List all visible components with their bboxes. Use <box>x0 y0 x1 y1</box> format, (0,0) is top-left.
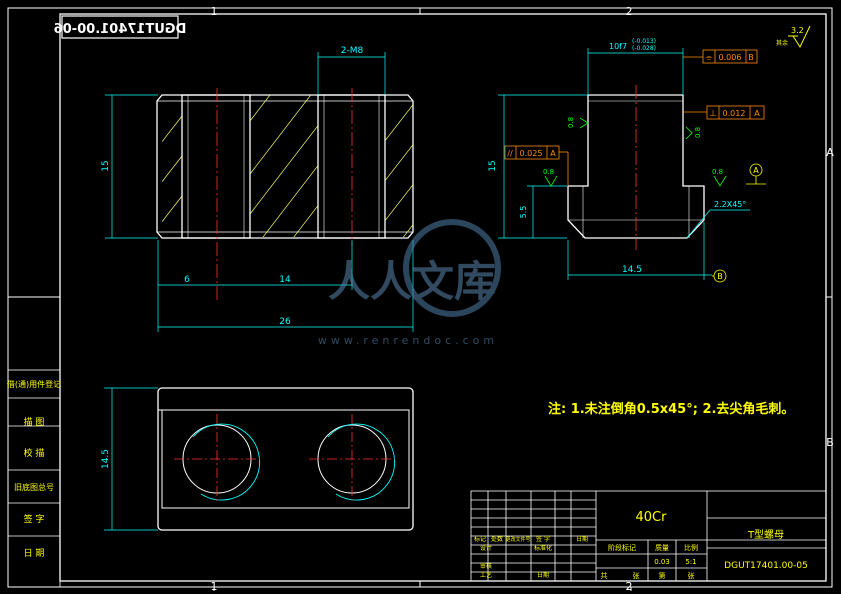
side-view <box>567 85 705 250</box>
title-part-name: T型螺母 <box>747 528 784 541</box>
title-standardization: 标准化 <box>534 544 552 552</box>
svg-text:人人文库: 人人文库 <box>328 257 496 306</box>
datum-a-label: A <box>753 166 759 175</box>
left-revision-column <box>7 369 61 588</box>
title-weight-label: 质量 <box>655 543 669 552</box>
side-dim-tongue: 10f7 <box>609 42 627 51</box>
top-view <box>104 387 414 531</box>
front-dim-height: 15 <box>101 160 111 171</box>
roughness-symbols <box>544 117 727 187</box>
title-date-label: 日期 <box>537 571 549 579</box>
svg-text:DGUT17401.00-06: DGUT17401.00-06 <box>54 22 187 37</box>
title-stage-mark: 阶段标记 <box>608 543 636 552</box>
title-scale-label: 比例 <box>684 543 698 552</box>
gdt-perpendicular-symbol: ⊥ <box>709 109 717 119</box>
watermark: 人人文库 www.renrendoc.com <box>318 219 501 347</box>
roughness-value-4: 0.8 <box>712 168 723 176</box>
zone-label-right-a: A <box>826 146 834 159</box>
side-chamfer: 2.2X45° <box>714 200 746 209</box>
left-col-borrow: 借(通)用件登记 <box>7 379 61 389</box>
title-material: 40Cr <box>636 510 668 525</box>
front-dim-left-offset: 6 <box>184 275 190 285</box>
title-role-design: 设计 <box>480 544 492 552</box>
roughness-corner-symbol: 3.2 其余 <box>776 25 811 49</box>
zone-label-bottom-2: 2 <box>626 580 633 593</box>
roughness-value-3: 0.8 <box>543 168 554 176</box>
gdt-parallel-datum: A <box>550 149 556 158</box>
title-sheets-total: 共 <box>601 571 608 580</box>
drawing-number-stamp: DGUT17401.00-06 <box>54 15 187 39</box>
side-tol-upper: (-0.013) <box>632 38 656 45</box>
title-role-review: 审核 <box>480 562 492 570</box>
title-role-process: 工艺 <box>480 571 492 579</box>
left-col-sign: 签 字 <box>24 513 45 525</box>
datum-symbols <box>712 163 766 283</box>
side-dim-height: 15 <box>488 160 498 171</box>
title-sign-doc: 更改文件号 <box>505 536 530 543</box>
zone-label-right-b: B <box>826 436 834 449</box>
title-sign-count: 处数 <box>491 535 503 543</box>
gdt-perpendicular-datum: A <box>754 109 760 118</box>
svg-text:3.2: 3.2 <box>791 26 804 35</box>
svg-text:其余: 其余 <box>776 39 788 47</box>
top-dim-width: 14.5 <box>101 449 111 469</box>
front-dim-spacing: 14 <box>279 275 291 285</box>
technical-note: 注: 1.未注倒角0.5x45°; 2.去尖角毛刺。 <box>548 401 794 417</box>
title-block <box>470 490 827 582</box>
left-col-date: 日 期 <box>24 548 45 559</box>
title-sheet-index: 第 <box>659 571 666 580</box>
left-col-check: 校 描 <box>24 447 45 459</box>
side-dim-base: 14.5 <box>622 265 642 275</box>
zone-label-bottom-1: 1 <box>211 580 218 593</box>
title-weight-value: 0.03 <box>654 558 670 566</box>
title-sign-name: 签 字 <box>536 535 550 543</box>
roughness-value-2: 0.8 <box>694 127 702 138</box>
left-col-old-no: 旧底图总号 <box>14 482 54 492</box>
gdt-parallel-value: 0.025 <box>520 149 543 158</box>
roughness-value-1: 0.8 <box>567 117 575 128</box>
title-sheets-unit-1: 张 <box>633 571 640 580</box>
gdt-frames <box>504 49 765 186</box>
svg-text:www.renrendoc.com: www.renrendoc.com <box>318 334 498 347</box>
side-dim-flange: 5.5 <box>519 206 528 219</box>
front-dim-thread: 2-M8 <box>341 46 364 56</box>
title-sign-date: 日期 <box>576 535 588 543</box>
side-tol-lower: (-0.028) <box>632 45 656 52</box>
title-drawing-number: DGUT17401.00-05 <box>724 561 808 571</box>
gdt-symmetry-value: 0.006 <box>719 53 742 62</box>
left-col-tracing: 描 图 <box>24 416 45 428</box>
gdt-parallel-symbol: // <box>507 149 513 158</box>
gdt-symmetry-datum: B <box>748 53 754 62</box>
front-view-dimensions <box>105 52 414 332</box>
title-sign-mark: 标记 <box>474 535 486 543</box>
title-scale-value: 5:1 <box>685 558 696 566</box>
gdt-symmetry-symbol: ⌯ <box>705 53 713 63</box>
gdt-perpendicular-value: 0.012 <box>723 109 746 118</box>
drawing-frame <box>7 7 833 591</box>
zone-label-top-2: 2 <box>626 5 633 18</box>
zone-label-top-1: 1 <box>211 5 218 18</box>
title-sheets-unit-2: 张 <box>688 571 695 580</box>
front-view <box>156 88 414 300</box>
datum-b-label: B <box>717 272 723 281</box>
front-dim-total: 26 <box>279 317 291 327</box>
side-view-dimensions <box>498 48 750 280</box>
